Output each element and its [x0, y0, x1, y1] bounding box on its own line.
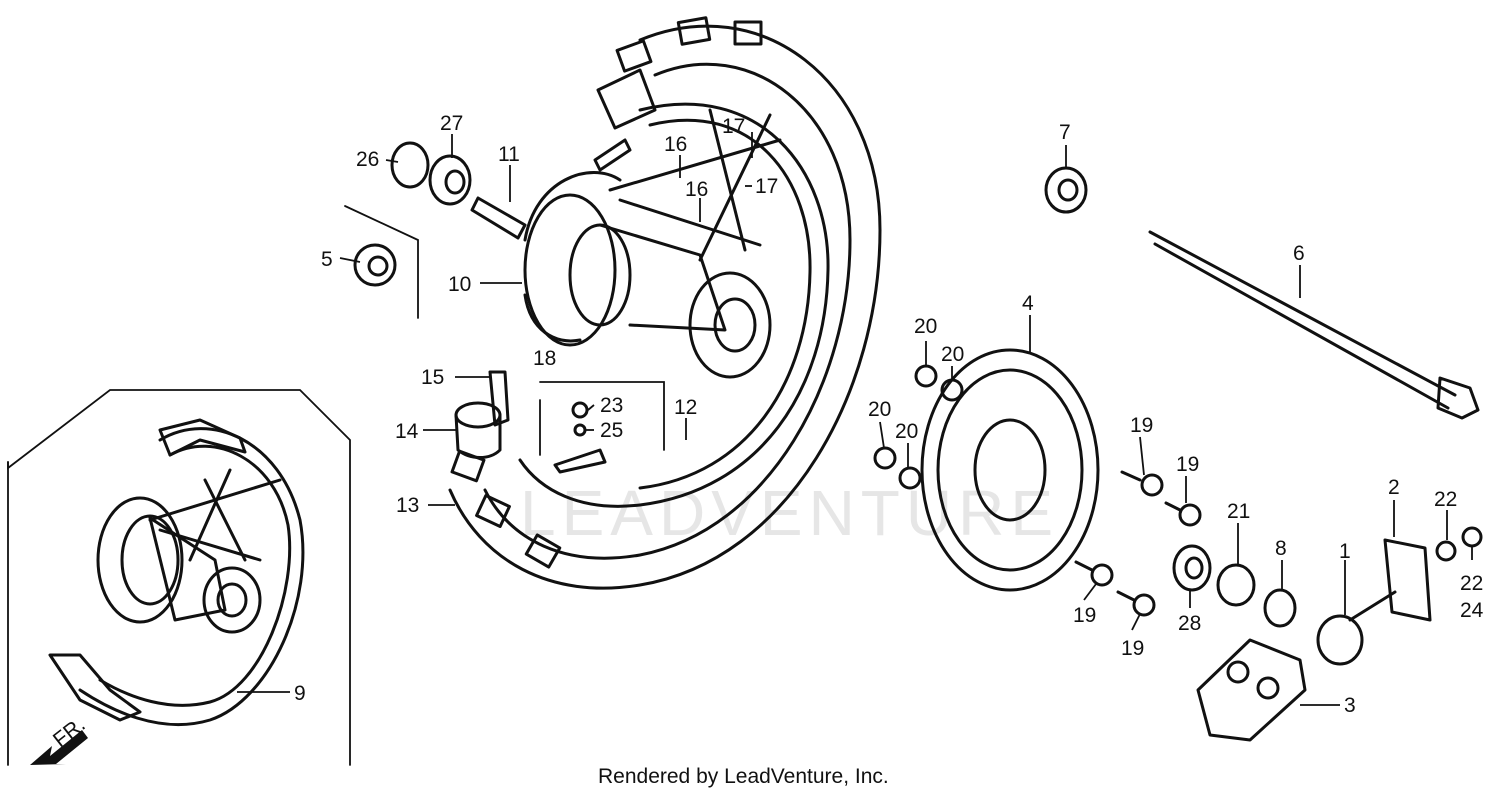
callout-27: 27: [440, 112, 463, 135]
callout-20-b: 20: [941, 343, 964, 366]
footer-credit: Rendered by LeadVenture, Inc.: [598, 765, 889, 788]
callout-2: 2: [1388, 476, 1400, 499]
callout-19-b: 19: [1176, 453, 1199, 476]
callout-23: 23: [600, 394, 623, 417]
direction-label: FR.: [49, 713, 90, 752]
inset-wheel: [48, 418, 305, 727]
leader-lines: [237, 132, 1473, 706]
callout-11: 11: [498, 143, 520, 166]
callout-9: 9: [294, 682, 306, 705]
callout-17-lower: 17: [755, 175, 778, 198]
callout-3: 3: [1344, 694, 1356, 717]
inset-panel: [7, 389, 351, 766]
callout-16-lower: 16: [685, 178, 708, 201]
callout-15: 15: [421, 366, 444, 389]
callout-17-upper: 17: [722, 115, 745, 138]
callout-22-a: 22: [1434, 488, 1457, 511]
callout-4: 4: [1022, 292, 1034, 315]
front-direction-arrow: FR.: [30, 713, 90, 765]
watermark: LEADVENTURE: [520, 477, 1059, 549]
callout-19-d: 19: [1121, 637, 1144, 660]
callout-14: 14: [395, 420, 419, 443]
callout-20-a: 20: [914, 315, 937, 338]
callout-6: 6: [1293, 242, 1305, 265]
callout-22-b: 22: [1460, 572, 1483, 595]
callout-28: 28: [1178, 612, 1201, 635]
callout-18: 18: [533, 347, 556, 370]
hub-parts: [344, 141, 1483, 742]
callout-26: 26: [356, 148, 379, 171]
callout-7: 7: [1059, 121, 1071, 144]
callout-20-c: 20: [868, 398, 891, 421]
callout-5: 5: [321, 248, 333, 271]
callout-19-c: 19: [1073, 604, 1096, 627]
callout-19-a: 19: [1130, 414, 1153, 437]
callout-10: 10: [448, 273, 471, 296]
callout-12: 12: [674, 396, 697, 419]
callout-25: 25: [600, 419, 623, 442]
callout-16-upper: 16: [664, 133, 687, 156]
rear-wheel-assembly: [448, 16, 882, 590]
callout-13: 13: [396, 494, 419, 517]
callout-labels: 27 26 11 5 10 16 16 17 17 18 15 14 13 23…: [294, 112, 1484, 717]
callout-8: 8: [1275, 537, 1287, 560]
callout-21: 21: [1227, 500, 1250, 523]
callout-1: 1: [1339, 540, 1351, 563]
callout-20-d: 20: [895, 420, 918, 443]
callout-24: 24: [1460, 599, 1484, 622]
